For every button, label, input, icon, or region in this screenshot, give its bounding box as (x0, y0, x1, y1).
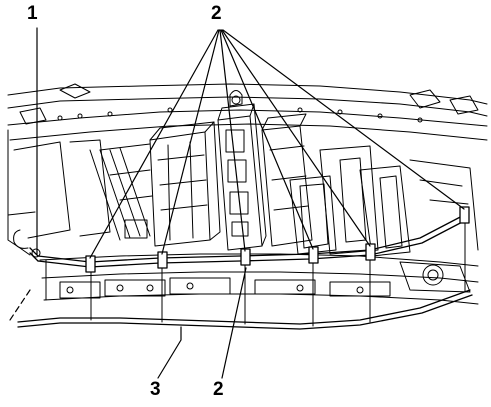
clip-drops (90, 222, 466, 327)
callout-2-top: 2 (211, 3, 222, 24)
brake-line (17, 289, 473, 330)
central-assembly (99, 90, 479, 257)
lower-structure (39, 253, 479, 305)
callout-2-bottom: 2 (213, 379, 224, 400)
left-panel (7, 129, 151, 258)
callout-1: 1 (27, 3, 38, 24)
pipe-run (29, 213, 469, 268)
leader-lines (9, 27, 465, 379)
upper-frame (7, 83, 488, 141)
callout-3: 3 (150, 379, 161, 400)
